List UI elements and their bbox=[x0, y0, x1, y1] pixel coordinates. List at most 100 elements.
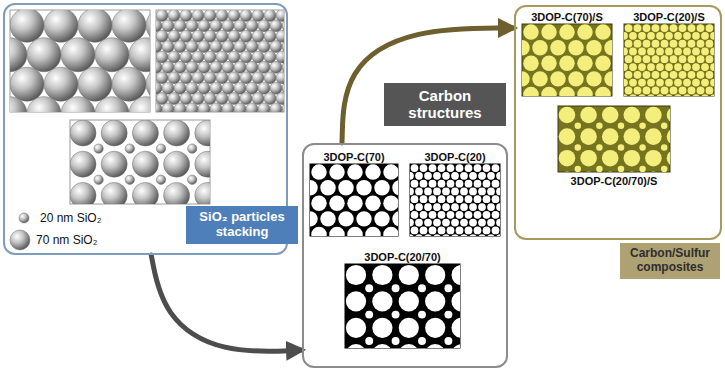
particle bbox=[483, 164, 491, 172]
particle bbox=[624, 128, 641, 145]
carbon-illustration bbox=[406, 164, 504, 242]
particle bbox=[522, 40, 530, 55]
particle bbox=[487, 203, 495, 211]
particle bbox=[674, 94, 682, 96]
particle bbox=[683, 32, 691, 40]
structure-box: 3DOP-C(20) bbox=[409, 150, 501, 236]
particle-group bbox=[310, 164, 398, 236]
particle bbox=[670, 71, 678, 79]
particle bbox=[460, 172, 468, 180]
particle bbox=[701, 32, 709, 40]
particle bbox=[433, 188, 441, 196]
particle bbox=[634, 24, 642, 32]
particle bbox=[629, 48, 637, 56]
particle bbox=[625, 24, 633, 32]
particle bbox=[320, 211, 335, 226]
particle bbox=[228, 10, 240, 21]
particle bbox=[411, 195, 419, 203]
particle bbox=[186, 61, 198, 73]
particle bbox=[346, 344, 366, 348]
particle bbox=[478, 188, 486, 196]
particle bbox=[276, 51, 284, 63]
particle bbox=[697, 24, 705, 32]
particle-group bbox=[156, 10, 284, 112]
particle bbox=[180, 72, 192, 84]
particle bbox=[692, 32, 700, 40]
particle bbox=[94, 175, 103, 184]
particle bbox=[447, 195, 455, 203]
particle bbox=[216, 10, 228, 21]
particle bbox=[602, 107, 619, 124]
particle bbox=[595, 24, 610, 39]
particle bbox=[697, 71, 705, 79]
particle bbox=[246, 61, 258, 73]
particle bbox=[10, 10, 44, 42]
carbon-illustration bbox=[345, 264, 479, 371]
particle bbox=[465, 227, 473, 235]
particle bbox=[634, 87, 642, 95]
illustration-frame bbox=[410, 164, 500, 236]
particle bbox=[483, 211, 491, 219]
particle bbox=[523, 87, 538, 96]
particle bbox=[522, 71, 530, 86]
comp-illustration bbox=[514, 24, 619, 102]
particle bbox=[61, 38, 95, 72]
particle bbox=[460, 219, 468, 227]
particle bbox=[618, 123, 624, 129]
particle bbox=[168, 93, 180, 105]
particle bbox=[460, 234, 468, 236]
particle bbox=[670, 55, 678, 63]
particle bbox=[661, 55, 669, 63]
particle bbox=[624, 63, 628, 71]
particle bbox=[692, 63, 700, 71]
particle bbox=[282, 103, 284, 112]
particle bbox=[638, 32, 646, 40]
particle bbox=[410, 203, 414, 211]
particle bbox=[270, 20, 282, 32]
particle bbox=[310, 180, 318, 195]
particle bbox=[683, 63, 691, 71]
particle bbox=[679, 40, 687, 48]
particle bbox=[451, 318, 460, 338]
particle bbox=[234, 20, 246, 32]
particle bbox=[372, 344, 392, 348]
particle bbox=[240, 10, 252, 21]
particle bbox=[204, 51, 216, 63]
particle bbox=[424, 188, 432, 196]
particle bbox=[444, 284, 452, 292]
particle bbox=[246, 82, 258, 94]
particle bbox=[156, 41, 162, 53]
particle bbox=[688, 87, 696, 95]
particle bbox=[420, 164, 428, 172]
particle bbox=[329, 227, 344, 236]
particle bbox=[667, 128, 670, 145]
particle bbox=[492, 164, 500, 172]
particle bbox=[604, 40, 612, 55]
particle bbox=[10, 97, 27, 112]
structure-label: 3DOP-C(20/70)/S bbox=[557, 174, 671, 188]
particle bbox=[392, 284, 400, 292]
particle bbox=[94, 144, 103, 153]
particle bbox=[216, 51, 228, 63]
particle bbox=[146, 10, 150, 42]
particle bbox=[125, 175, 134, 184]
particle bbox=[365, 337, 373, 345]
particle bbox=[559, 24, 574, 39]
particle bbox=[665, 32, 673, 40]
particle bbox=[451, 172, 459, 180]
particle bbox=[710, 32, 714, 40]
particle bbox=[580, 172, 597, 173]
process-arrow bbox=[151, 255, 302, 351]
particle bbox=[474, 180, 482, 188]
particle bbox=[198, 61, 210, 73]
particle bbox=[674, 79, 682, 87]
particle bbox=[78, 10, 112, 42]
particle bbox=[595, 87, 610, 96]
particle bbox=[667, 107, 670, 124]
particle bbox=[474, 164, 482, 172]
particle bbox=[383, 164, 398, 179]
particle bbox=[438, 195, 446, 203]
stage-heading: Carbon/Sulfur composites bbox=[620, 243, 720, 279]
particle bbox=[625, 87, 633, 95]
particle bbox=[356, 180, 371, 195]
